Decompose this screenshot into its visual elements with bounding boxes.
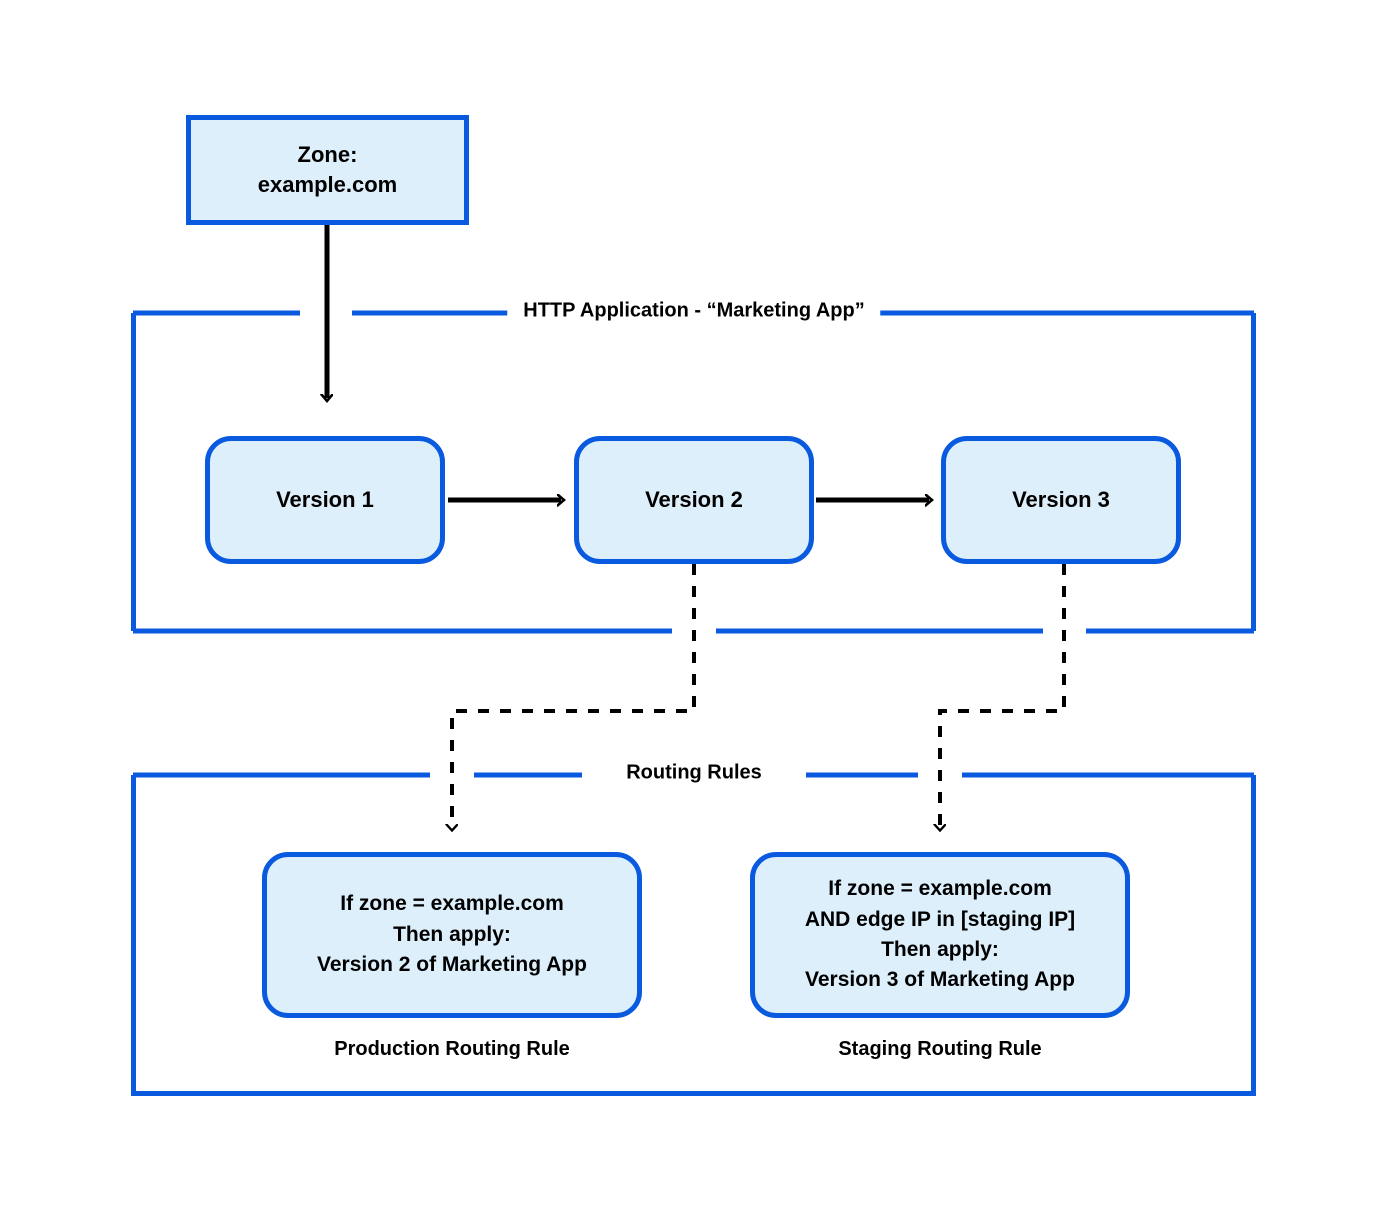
routing-rules-group-border [131, 772, 1256, 1096]
connector-version-3-to-staging-rule [940, 564, 1066, 828]
connector-version-2-to-production-rule [452, 564, 696, 828]
zone-node[interactable]: Zone: example.com [186, 115, 469, 225]
version-3-node[interactable]: Version 3 [941, 436, 1181, 564]
production-routing-rule-node[interactable]: If zone = example.com Then apply: Versio… [262, 852, 642, 1018]
http-application-group-label: HTTP Application - “Marketing App” [507, 299, 881, 323]
production-routing-rule-caption: Production Routing Rule [334, 1038, 570, 1060]
version-2-node[interactable]: Version 2 [574, 436, 814, 564]
staging-routing-rule-node[interactable]: If zone = example.com AND edge IP in [st… [750, 852, 1130, 1018]
staging-routing-rule-caption: Staging Routing Rule [838, 1038, 1042, 1060]
version-1-node[interactable]: Version 1 [205, 436, 445, 564]
routing-rules-group-label: Routing Rules [610, 761, 778, 785]
